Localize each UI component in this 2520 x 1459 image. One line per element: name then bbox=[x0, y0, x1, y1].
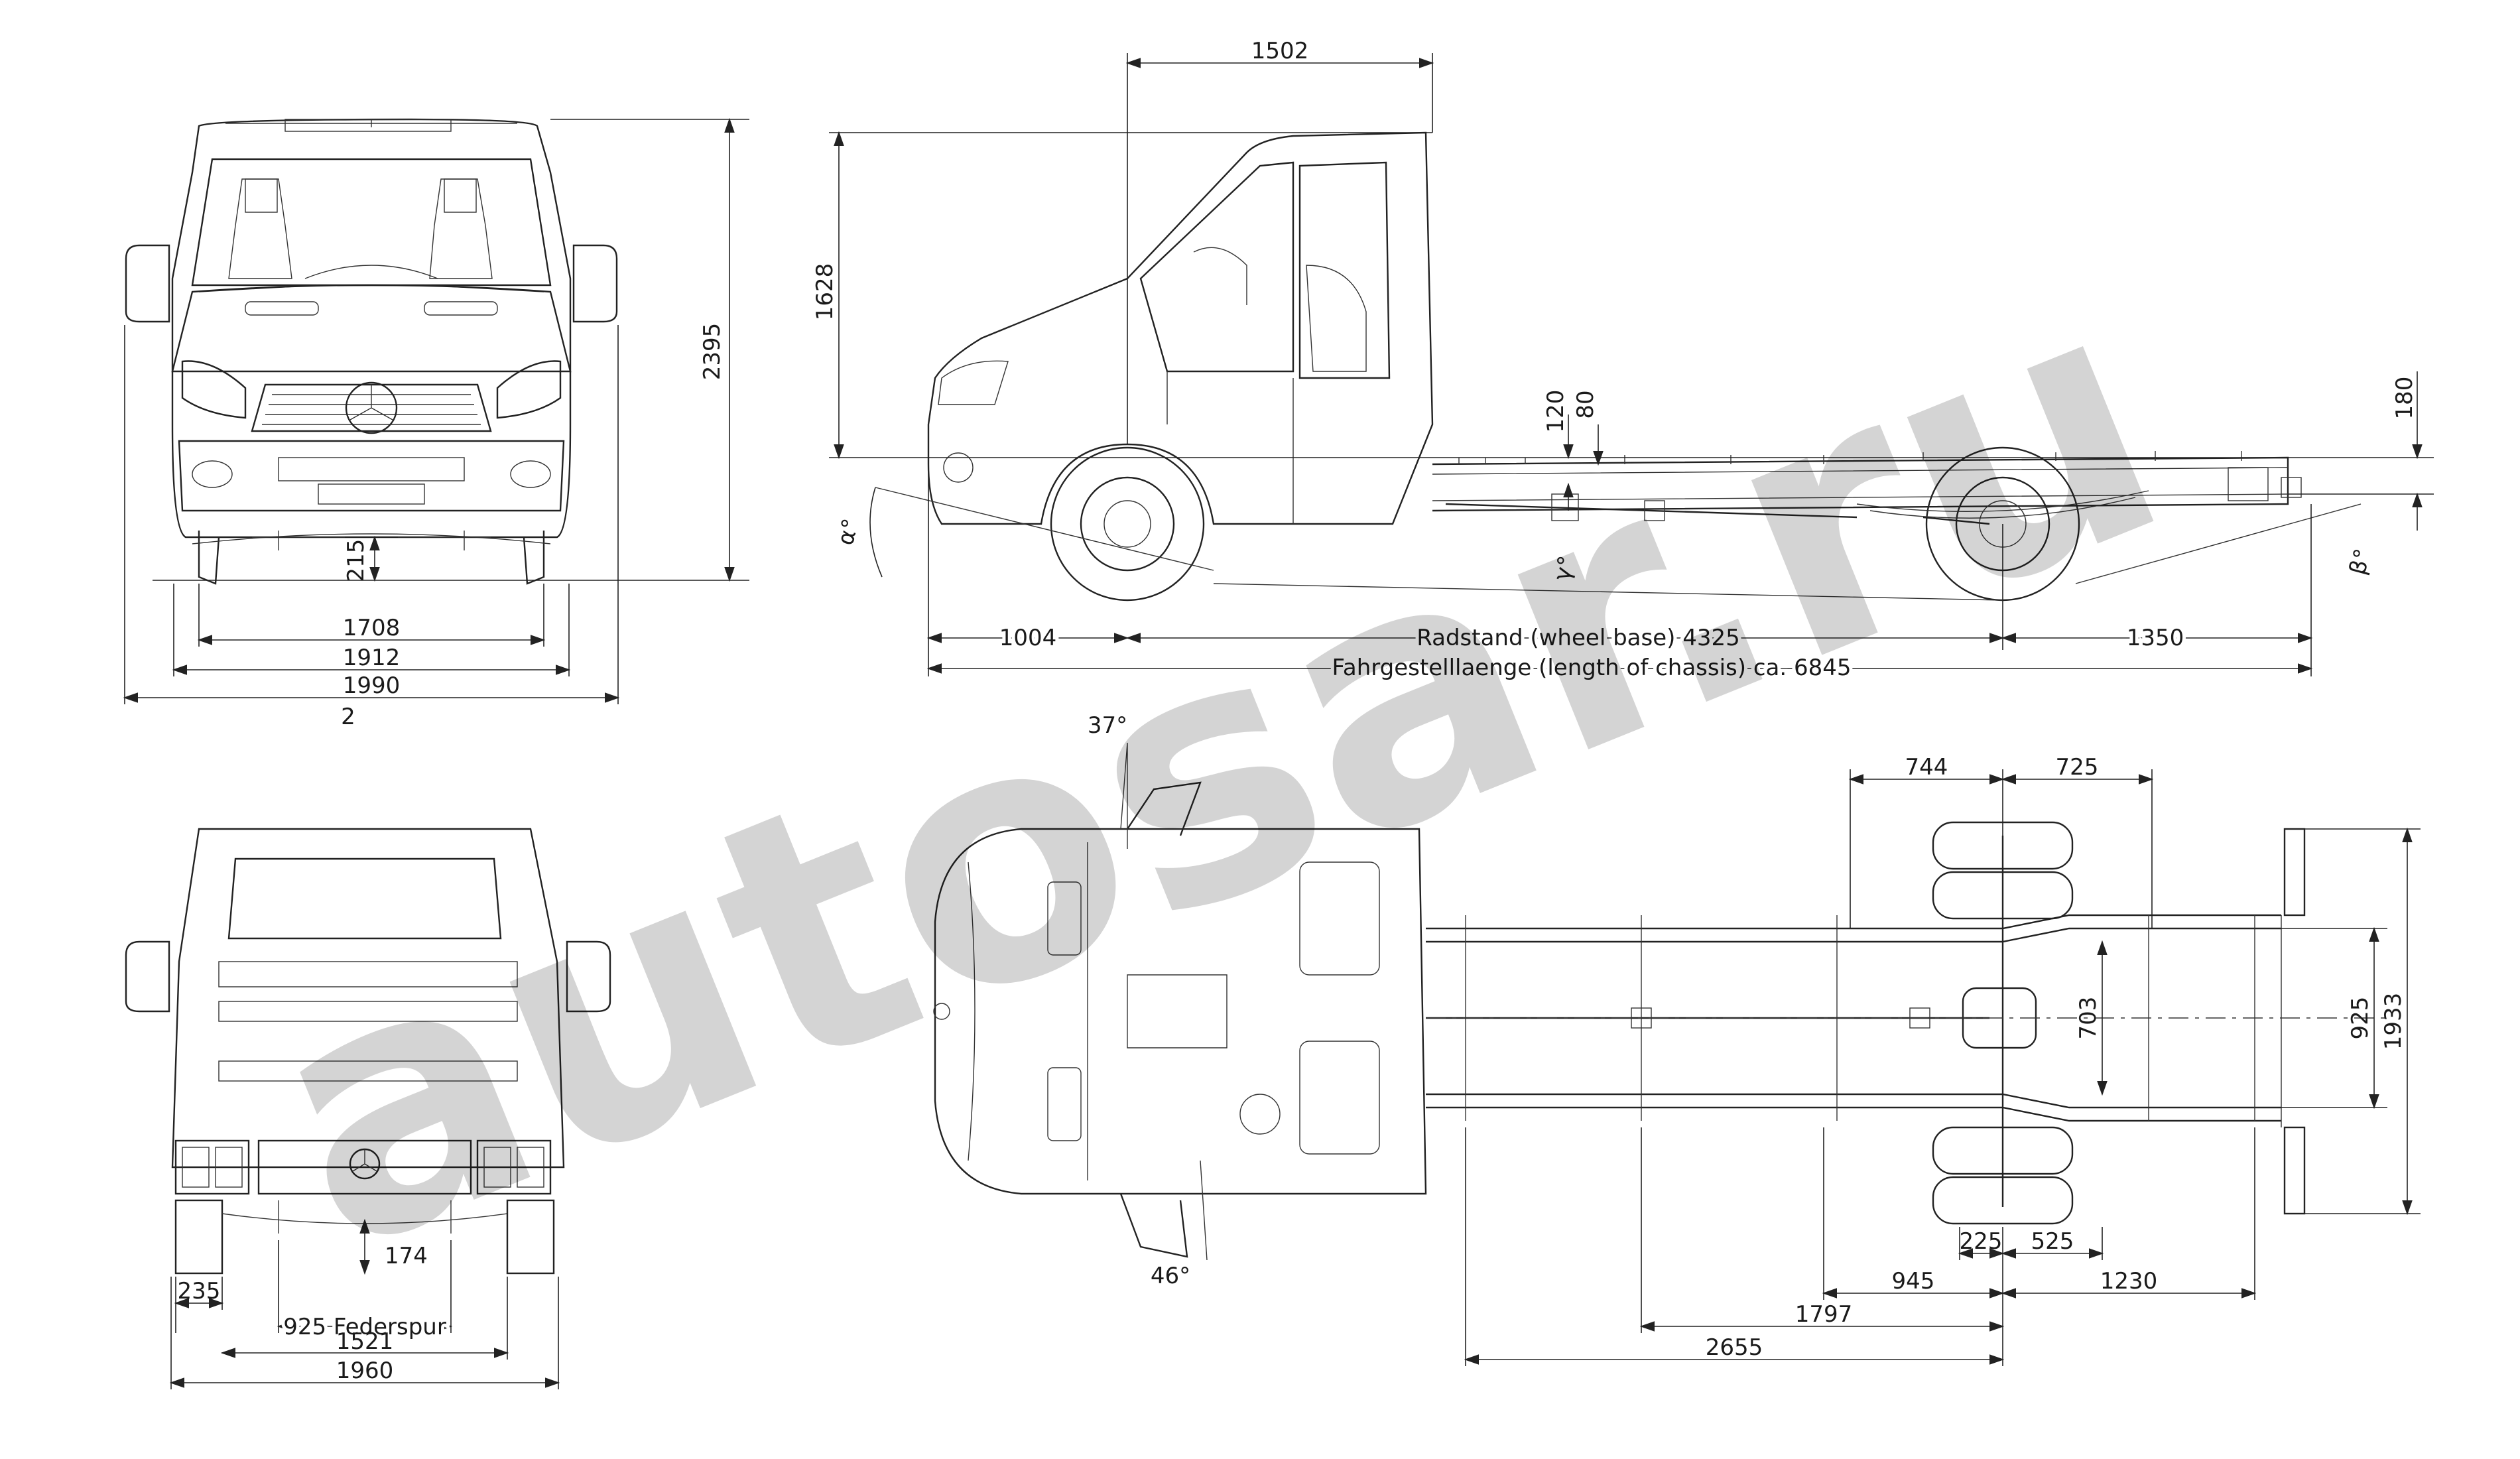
front-height-label: 2395 bbox=[699, 323, 725, 381]
rear-overhang-label: 1350 bbox=[2127, 625, 2184, 651]
dim-703-label: 703 bbox=[2075, 997, 2102, 1040]
rear-track-label: 1521 bbox=[336, 1328, 394, 1355]
view-number: 2 bbox=[341, 704, 355, 730]
dim-235-label: 235 bbox=[178, 1278, 221, 1304]
front-clearance-label: 215 bbox=[343, 539, 369, 582]
dim-925-label: 925 bbox=[2347, 997, 2373, 1040]
dim-225-label: 225 bbox=[1960, 1228, 2003, 1255]
dim-80-label: 80 bbox=[1572, 390, 1599, 418]
spring-track-label: 925 Federspur bbox=[283, 1314, 446, 1340]
dim-744-label: 744 bbox=[1905, 754, 1948, 781]
rear-view: 174 235 925 Federspur 1521 1960 bbox=[125, 828, 611, 1389]
dim-2655-label: 2655 bbox=[1706, 1334, 1763, 1361]
wheel-base-label: Radstand (wheel base) 4325 bbox=[1417, 625, 1739, 651]
steer-outer-angle-label: 46° bbox=[1151, 1263, 1190, 1289]
angle-beta-label: β° bbox=[2344, 546, 2377, 578]
dim-1797-label: 1797 bbox=[1795, 1301, 1853, 1328]
rear-clearance-label: 174 bbox=[385, 1243, 428, 1269]
rear-width-label: 1960 bbox=[336, 1358, 394, 1384]
dim-525-label: 525 bbox=[2031, 1228, 2074, 1255]
cab-length-label: 1502 bbox=[1251, 38, 1309, 64]
front-track-label: 1708 bbox=[343, 615, 401, 641]
dim-1230-label: 1230 bbox=[2100, 1268, 2158, 1295]
dim-180-label: 180 bbox=[2391, 377, 2418, 420]
side-view: 1502 1628 120 80 180 α° γ° β° 1004 Radst… bbox=[812, 38, 2434, 684]
dim-120-label: 120 bbox=[1543, 390, 1569, 433]
steer-inner-angle-label: 37° bbox=[1088, 712, 1127, 739]
front-view: 2395 215 1708 1912 1990 2 bbox=[123, 117, 749, 730]
top-view: 37° 46° 744 725 703 bbox=[933, 712, 2421, 1366]
front-overhang-label: 1004 bbox=[999, 625, 1057, 651]
dim-725-label: 725 bbox=[2056, 754, 2099, 781]
front-body-width-label: 1912 bbox=[343, 645, 401, 671]
frame-height-label: 1628 bbox=[812, 263, 838, 321]
front-mirror-width-label: 1990 bbox=[343, 672, 401, 699]
chassis-length-label: Fahrgestelllaenge (length of chassis) ca… bbox=[1332, 655, 1851, 681]
dim-945-label: 945 bbox=[1892, 1268, 1935, 1295]
angle-alpha-label: α° bbox=[832, 516, 865, 548]
dim-1933-label: 1933 bbox=[2380, 993, 2407, 1050]
